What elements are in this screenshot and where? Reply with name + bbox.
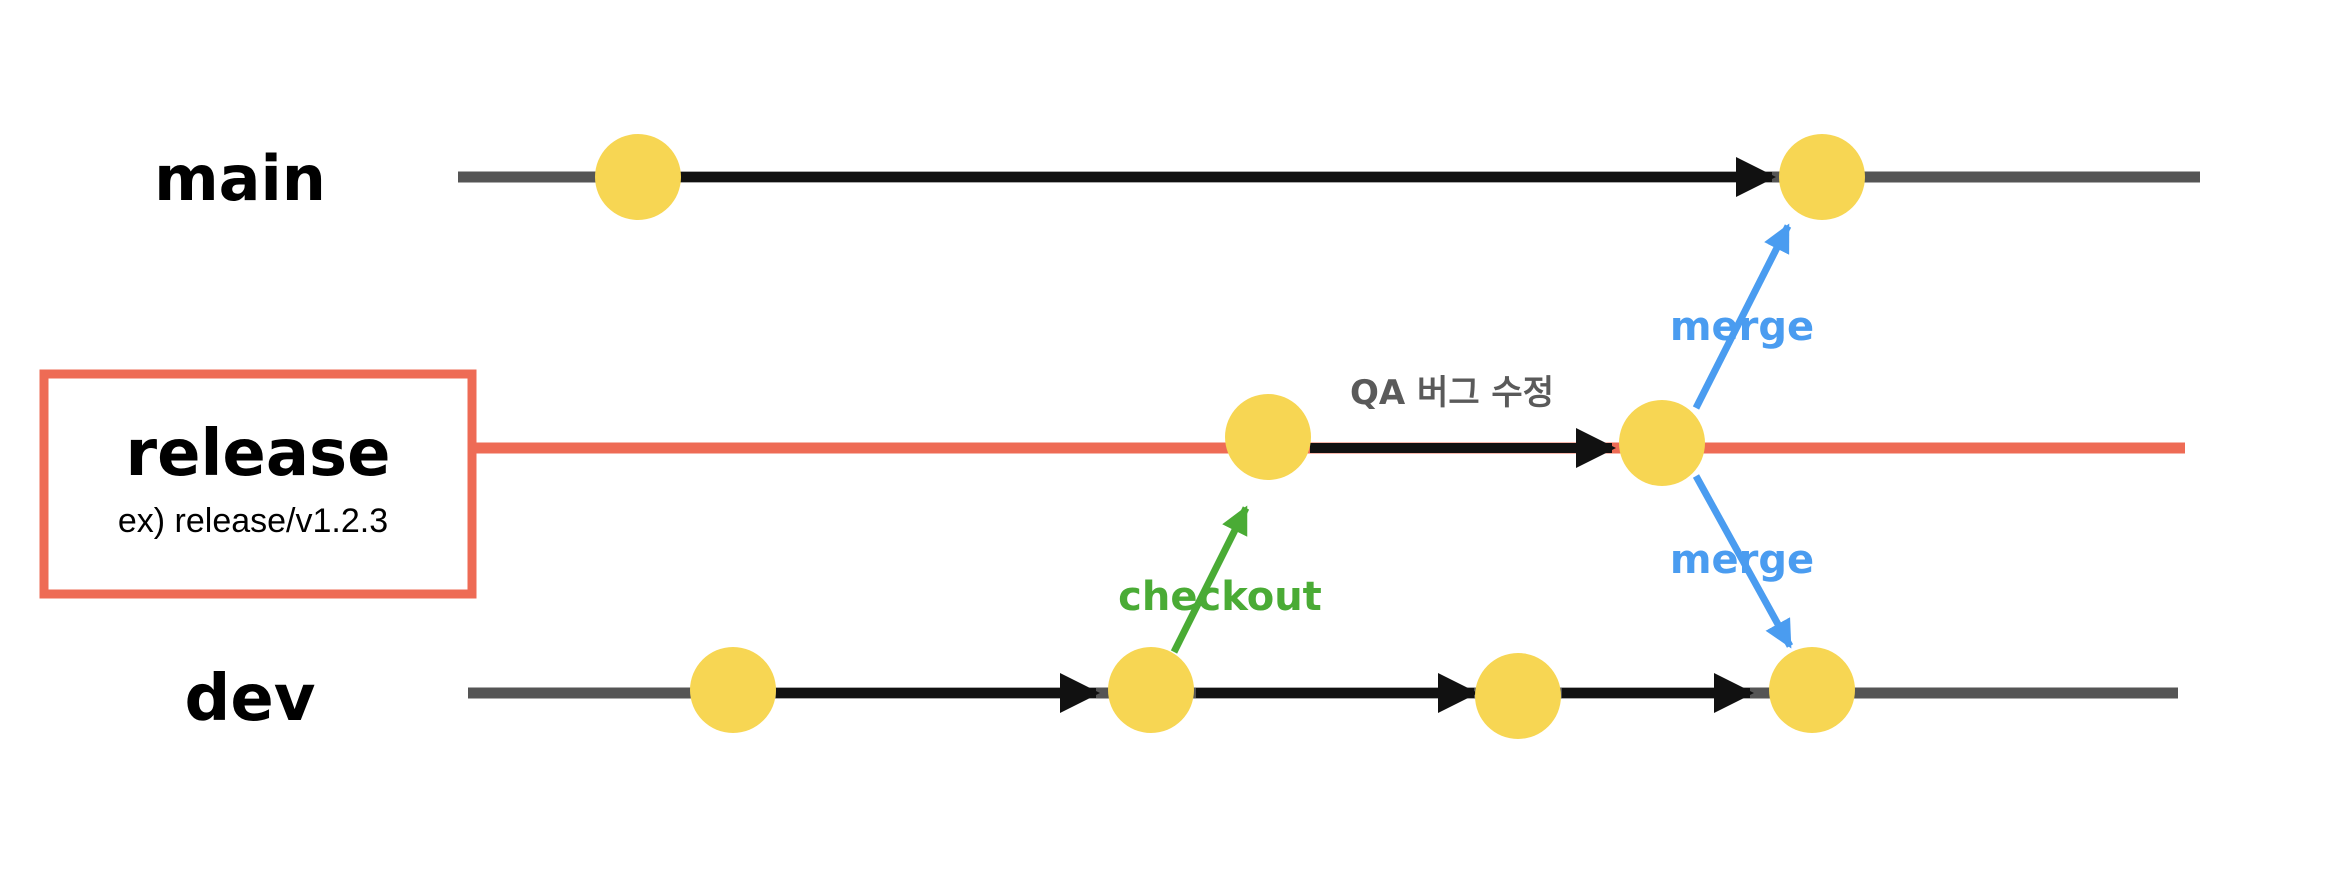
merge-to-dev-arrow [1692, 474, 1794, 649]
qa-fix-label: QA 버그 수정 [1350, 373, 1554, 413]
dev-commit-1 [690, 647, 776, 733]
dev-commit-2 [1108, 647, 1194, 733]
main-commit-1 [595, 134, 681, 220]
branch-label-dev: dev [185, 662, 316, 736]
release-example-label: ex) release/v1.2.3 [118, 502, 388, 540]
branch-label-main: main [154, 142, 326, 215]
release-commit-2 [1619, 400, 1705, 486]
dev-commit-3 [1475, 653, 1561, 739]
release-label-box [39, 369, 477, 599]
merge-to-dev-label: merge [1670, 537, 1814, 583]
checkout-arrow [1170, 505, 1250, 654]
main-commit-2 [1779, 134, 1865, 220]
merge-to-main-arrow [1692, 223, 1792, 410]
dev-commit-4 [1769, 647, 1855, 733]
release-commit-1 [1225, 394, 1311, 480]
branch-label-release: release [126, 417, 391, 491]
checkout-label: checkout [1118, 574, 1322, 620]
merge-to-main-label: merge [1670, 304, 1814, 350]
